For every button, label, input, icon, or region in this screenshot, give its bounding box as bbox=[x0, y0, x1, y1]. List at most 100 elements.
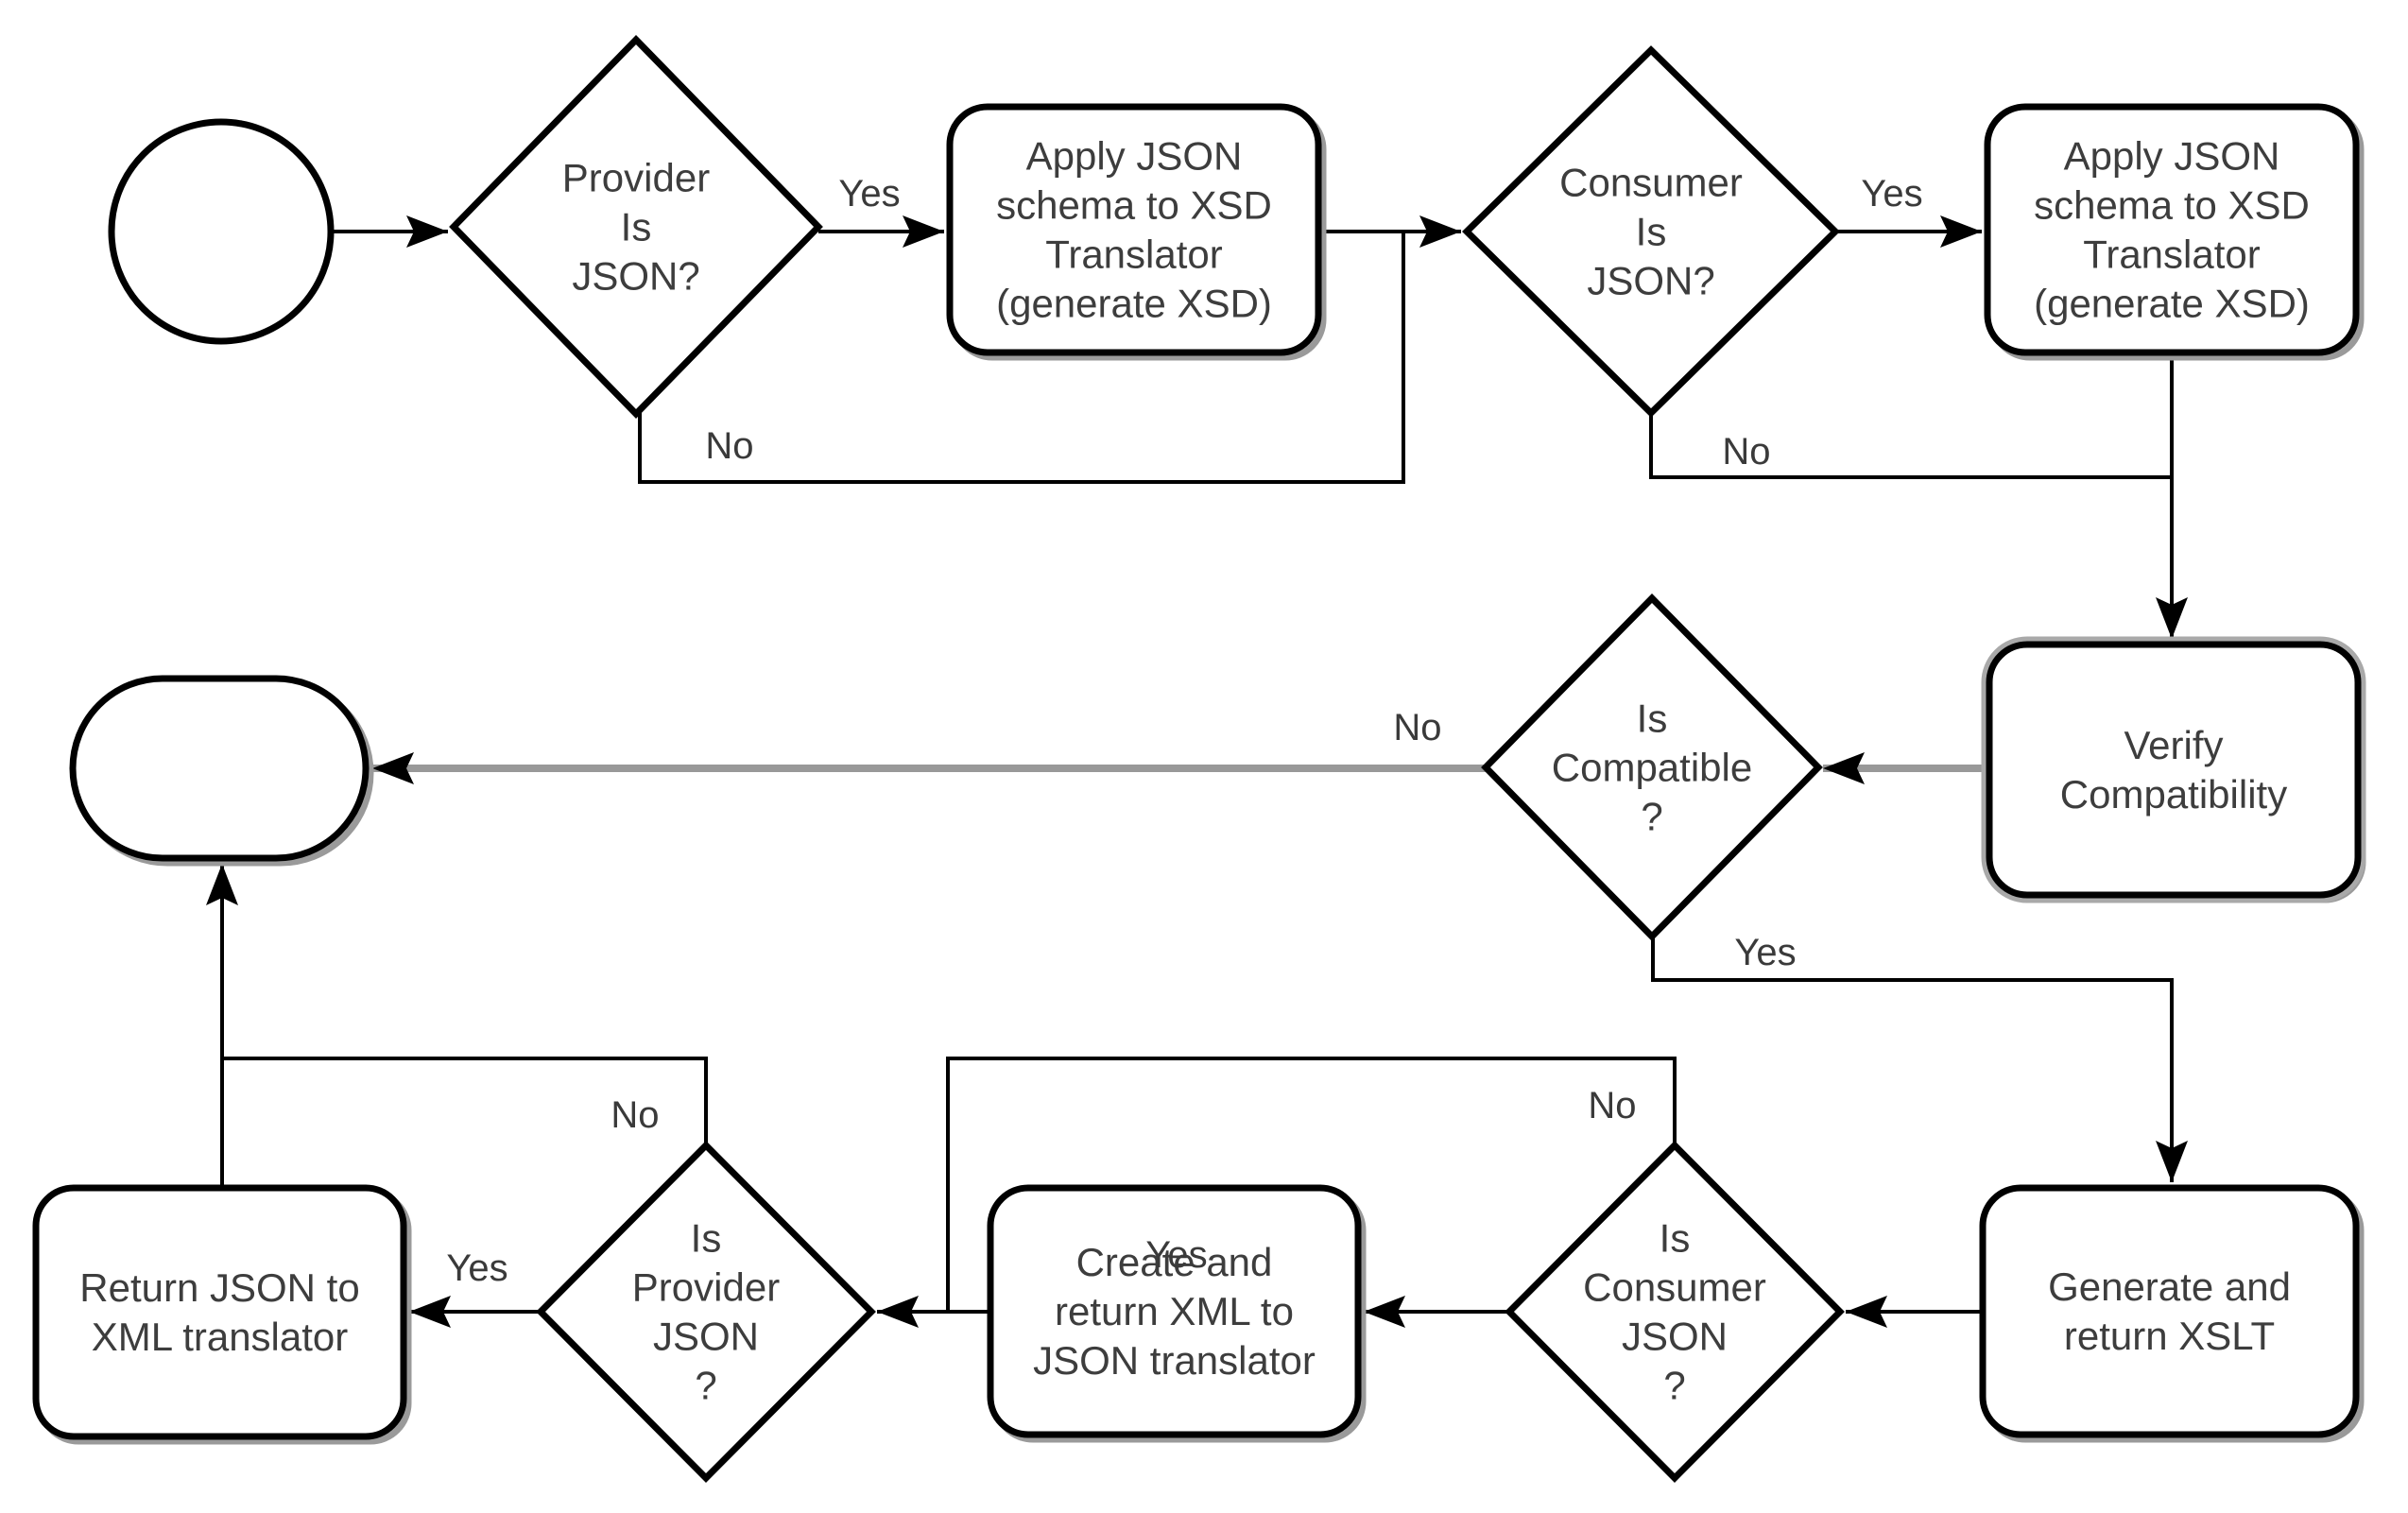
arrowhead-icon bbox=[903, 215, 944, 248]
node-label: Is bbox=[1636, 210, 1667, 254]
node-label: Consumer bbox=[1583, 1265, 1766, 1310]
arrowhead-icon bbox=[2156, 1141, 2188, 1182]
arrowhead-icon bbox=[206, 864, 238, 905]
edge-consumer2-no bbox=[946, 1057, 1677, 1312]
start-shape bbox=[108, 118, 335, 345]
node-label: Generate and bbox=[2048, 1264, 2291, 1309]
edge-start-to-provider bbox=[331, 215, 448, 248]
node-label: JSON bbox=[1622, 1315, 1728, 1359]
node-label: return XML to bbox=[1055, 1289, 1294, 1333]
edge-generate-to-consumer2 bbox=[1846, 1296, 1983, 1328]
node-label: return XSLT bbox=[2064, 1314, 2275, 1358]
edge-consumer-no bbox=[1649, 413, 2172, 479]
arrowhead-icon bbox=[2156, 597, 2188, 639]
decision-shape bbox=[1462, 45, 1840, 418]
edge-create-to-provider2 bbox=[877, 1296, 990, 1328]
node-label: Return JSON to bbox=[79, 1265, 359, 1310]
label-compatible-no-label: No bbox=[1393, 707, 1441, 748]
label-provider2-no-label: No bbox=[611, 1094, 659, 1136]
arrowhead-icon bbox=[1940, 215, 1982, 248]
label-provider-no-label: No bbox=[705, 425, 753, 467]
node-label: Translator bbox=[1045, 232, 1223, 277]
node-label: Translator bbox=[2083, 232, 2261, 277]
arrowhead-icon bbox=[409, 1296, 451, 1328]
node-label: Compatibility bbox=[2060, 772, 2287, 817]
edge-verify-to-compatible bbox=[1823, 752, 1989, 784]
node-label: Apply JSON bbox=[2064, 134, 2280, 179]
node-label: Provider bbox=[632, 1265, 780, 1310]
process-shape bbox=[987, 1184, 1362, 1438]
label-consumer-no-label: No bbox=[1722, 431, 1770, 473]
node-label: (generate XSD) bbox=[996, 282, 1272, 326]
decision-shape bbox=[449, 34, 823, 420]
edge-provider-yes bbox=[818, 215, 944, 248]
edge-provider-no bbox=[638, 232, 1405, 484]
node-label: (generate XSD) bbox=[2034, 282, 2310, 326]
edge-consumer-yes bbox=[1835, 215, 1982, 248]
arrowhead-icon bbox=[1823, 752, 1865, 784]
node-label: schema to XSD bbox=[996, 183, 1272, 228]
decision-shape bbox=[1505, 1141, 1845, 1483]
label-consumer-yes-label: Yes bbox=[1861, 173, 1922, 215]
node-label: Is bbox=[1637, 696, 1668, 741]
node-label: XML translator bbox=[92, 1315, 349, 1359]
edge-apply2-to-verify bbox=[2156, 352, 2188, 639]
process-shape bbox=[1984, 103, 2360, 356]
edge-compatible-no-to-end bbox=[372, 752, 1486, 784]
node-label: ? bbox=[1641, 795, 1662, 839]
label-compatible-yes-label: Yes bbox=[1734, 932, 1796, 973]
label-consumer2-yes-label: Yes bbox=[1145, 1234, 1207, 1276]
node-label: Compatible bbox=[1552, 746, 1752, 790]
edge-provider2-yes bbox=[409, 1296, 541, 1328]
node-label: JSON translator bbox=[1033, 1338, 1316, 1383]
node-label: schema to XSD bbox=[2034, 183, 2310, 228]
node-label: Is bbox=[691, 1216, 722, 1261]
node-label: Is bbox=[1660, 1216, 1691, 1261]
node-label: Is bbox=[621, 205, 652, 249]
decision-shape bbox=[536, 1141, 876, 1483]
edge-consumer2-yes bbox=[1364, 1296, 1509, 1328]
edge-return-to-end bbox=[206, 864, 238, 1188]
node-end bbox=[69, 675, 374, 867]
terminator-shape bbox=[69, 675, 370, 862]
node-label: Apply JSON bbox=[1026, 134, 1243, 179]
label-provider2-yes-label: Yes bbox=[446, 1247, 507, 1289]
arrowhead-icon bbox=[406, 215, 448, 248]
process-shape bbox=[1979, 1184, 2360, 1438]
arrowhead-icon bbox=[1846, 1296, 1887, 1328]
arrowhead-icon bbox=[1419, 215, 1461, 248]
arrowhead-icon bbox=[372, 752, 414, 784]
decision-shape bbox=[1481, 593, 1823, 941]
edge-provider2-no bbox=[222, 1057, 708, 1145]
edge-layer bbox=[206, 215, 2188, 1328]
process-shape bbox=[946, 103, 1322, 356]
node-label: ? bbox=[695, 1364, 716, 1408]
process-shape bbox=[32, 1184, 407, 1440]
node-label: Consumer bbox=[1559, 161, 1743, 205]
node-label: JSON? bbox=[1587, 259, 1714, 303]
label-provider-yes-label: Yes bbox=[838, 173, 900, 215]
node-label: ? bbox=[1663, 1364, 1685, 1408]
node-generate-return-xslt: Generate and return XSLT bbox=[1979, 1184, 2365, 1443]
arrowhead-icon bbox=[877, 1296, 919, 1328]
node-label: Verify bbox=[2124, 723, 2223, 767]
node-return-json-to-xml: Return JSON to XML translator bbox=[32, 1184, 412, 1445]
process-shape bbox=[1986, 641, 2362, 899]
arrowhead-icon bbox=[1364, 1296, 1405, 1328]
node-label: Provider bbox=[562, 156, 710, 200]
edge-compatible-yes bbox=[1651, 936, 2188, 1182]
node-label: JSON bbox=[653, 1315, 759, 1359]
